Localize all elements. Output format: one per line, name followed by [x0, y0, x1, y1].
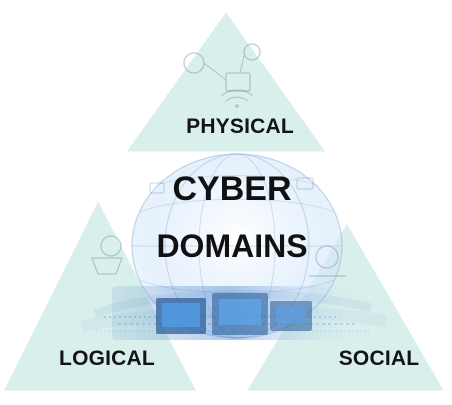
domain-label-physical: PHYSICAL [186, 115, 294, 138]
domain-label-logical: LOGICAL [59, 347, 155, 370]
diagram-title-line-2: DOMAINS [156, 228, 308, 264]
network-node-icon [91, 43, 346, 277]
domain-label-social: SOCIAL [338, 347, 420, 370]
background-signal-icons [149, 89, 314, 194]
diagram-title-line-1: CYBER [172, 170, 292, 208]
device-icon [112, 286, 352, 340]
